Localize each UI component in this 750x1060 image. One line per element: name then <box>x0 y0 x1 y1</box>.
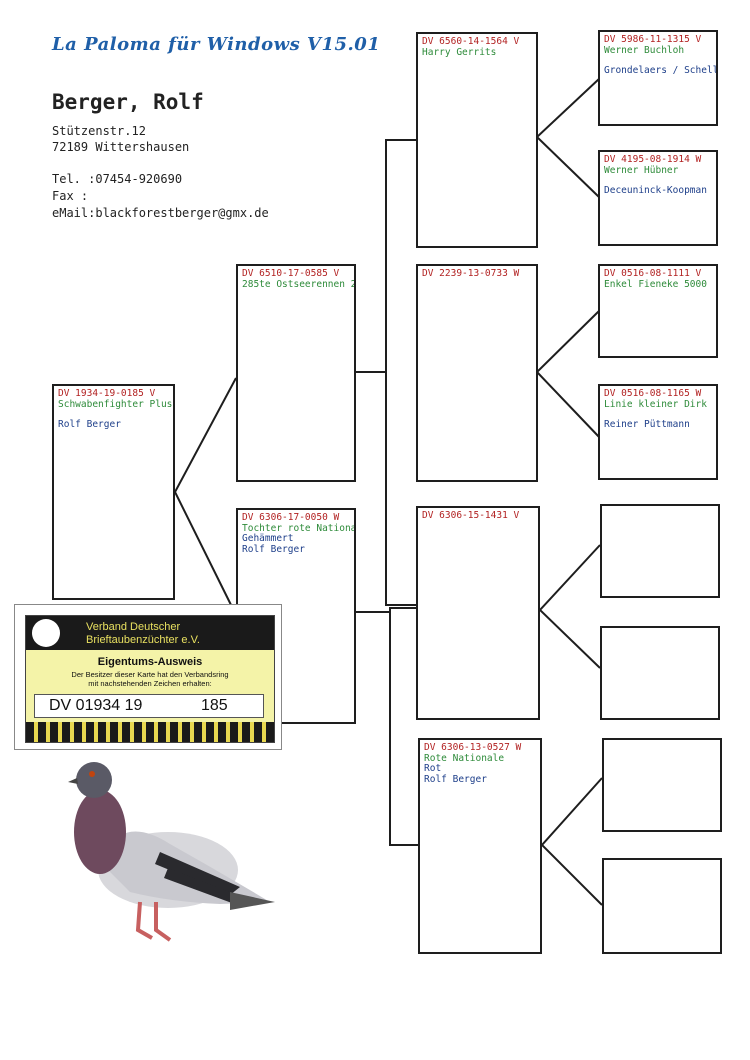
ownership-card: Verband Deutscher Brieftaubenzüchter e.V… <box>14 604 282 750</box>
pedigree-box-sss: DV 5986-11-1315 V Werner Buchloh Grondel… <box>598 30 718 126</box>
sire-ring: DV 6510-17-0585 V <box>242 268 340 279</box>
card-ring-prefix: DV 01934 19 <box>49 697 143 714</box>
pedigree-box-ssd: DV 4195-08-1914 W Werner Hübner Deceunin… <box>598 150 718 246</box>
pedigree-box-dam-dam: DV 6306-13-0527 W Rote Nationale Rot Rol… <box>418 738 542 954</box>
sire-sire-name: Harry Gerrits <box>422 46 497 58</box>
ssd-name: Werner Hübner <box>604 164 679 176</box>
dam-sire-ring: DV 6306-15-1431 V <box>422 510 520 521</box>
subject-name: Schwabenfighter Plus <box>58 398 173 410</box>
card-ring-field: DV 01934 19 185 <box>34 694 264 718</box>
card-pattern <box>26 722 274 742</box>
app-title: La Paloma für Windows V15.01 <box>52 34 381 55</box>
owner-street: Stützenstr.12 <box>52 124 146 138</box>
pedigree-box-sds: DV 0516-08-1111 V Enkel Fieneke 5000 <box>598 264 718 358</box>
dam-name: Tochter rote Nationa <box>242 522 356 534</box>
pedigree-box-dsd <box>600 626 720 720</box>
pedigree-box-sire-sire: DV 6560-14-1564 V Harry Gerrits <box>416 32 538 248</box>
subject-ring: DV 1934-19-0185 V <box>58 388 156 399</box>
card-ring-number: 185 <box>201 697 228 714</box>
sss-ring: DV 5986-11-1315 V <box>604 34 702 45</box>
sdd-breeder: Reiner Püttmann <box>604 419 690 430</box>
dam-dam-breeder-line2: Rolf Berger <box>424 773 487 785</box>
dam-breeder-line2: Rolf Berger <box>242 543 305 555</box>
owner-email: eMail:blackforestberger@gmx.de <box>52 206 269 220</box>
sire-name: 285te Ostseerennen 2 <box>242 278 356 290</box>
pedigree-box-sire-dam: DV 2239-13-0733 W <box>416 264 538 482</box>
owner-tel: Tel. :07454-920690 <box>52 172 183 186</box>
pedigree-box-sire: DV 6510-17-0585 V 285te Ostseerennen 2 <box>236 264 356 482</box>
card-sub-line1: Der Besitzer dieser Karte hat den Verban… <box>71 670 229 679</box>
card-sub-line2: mit nachstehenden Zeichen erhalten: <box>88 679 212 688</box>
pedigree-box-sdd: DV 0516-08-1165 W Linie kleiner Dirk Rei… <box>598 384 718 480</box>
dove-logo-icon <box>32 619 60 647</box>
sss-breeder: Grondelaers / Schell <box>604 65 718 76</box>
pedigree-box-dds <box>602 738 722 832</box>
card-org-line1: Verband Deutscher <box>86 621 181 633</box>
dam-dam-breeder-line1: Rot <box>424 763 442 774</box>
owner-city: 72189 Wittershausen <box>52 140 190 154</box>
pedigree-box-dam-sire: DV 6306-15-1431 V <box>416 506 540 720</box>
dam-dam-name: Rote Nationale <box>424 752 505 764</box>
dam-dam-ring: DV 6306-13-0527 W <box>424 742 522 753</box>
card-heading: Eigentums-Ausweis <box>97 656 203 668</box>
dam-ring: DV 6306-17-0050 W <box>242 512 340 523</box>
ssd-breeder: Deceuninck-Koopman <box>604 185 707 196</box>
dam-breeder-line1: Gehämmert <box>242 533 294 544</box>
pedigree-box-dss <box>600 504 720 598</box>
pedigree-box-ddd <box>602 858 722 954</box>
sdd-name: Linie kleiner Dirk <box>604 398 707 410</box>
owner-fax: Fax : <box>52 189 89 203</box>
sire-sire-ring: DV 6560-14-1564 V <box>422 36 520 47</box>
sds-name: Enkel Fieneke 5000 <box>604 278 707 290</box>
ssd-ring: DV 4195-08-1914 W <box>604 154 702 165</box>
subject-breeder: Rolf Berger <box>58 419 121 430</box>
pedigree-box-subject: DV 1934-19-0185 V Schwabenfighter Plus R… <box>52 384 175 600</box>
pigeon-photo <box>68 762 275 942</box>
sdd-ring: DV 0516-08-1165 W <box>604 388 702 399</box>
sds-ring: DV 0516-08-1111 V <box>604 268 702 279</box>
sss-name: Werner Buchloh <box>604 44 685 56</box>
sire-dam-ring: DV 2239-13-0733 W <box>422 268 520 279</box>
card-org-line2: Brieftaubenzüchter e.V. <box>86 634 200 646</box>
owner-name: Berger, Rolf <box>52 90 204 114</box>
